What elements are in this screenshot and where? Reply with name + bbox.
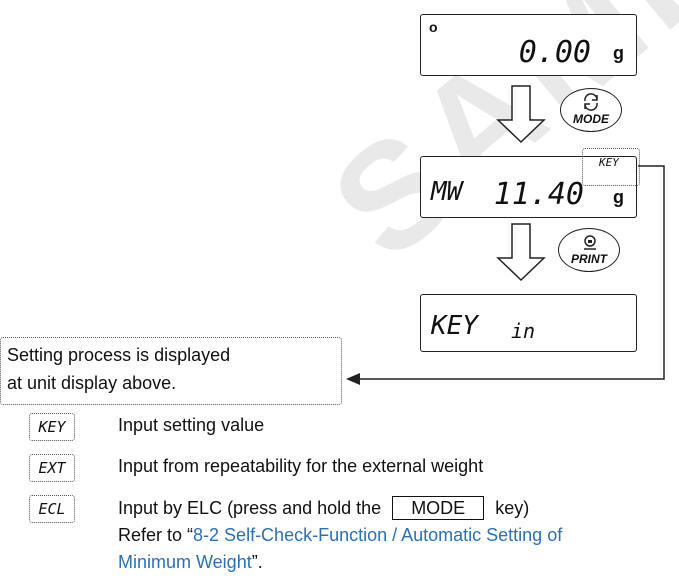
- reference-line-1: Refer to “8-2 Self-Check-Function / Auto…: [118, 525, 562, 546]
- balance-display-2: MW 11.40 g: [420, 156, 637, 218]
- key-badge-highlight: KEY: [582, 148, 640, 186]
- display-text: KEY: [431, 311, 478, 341]
- legend-text-ext: Input from repeatability for the externa…: [118, 456, 484, 476]
- key-badge: KEY: [599, 156, 619, 169]
- print-button-label: PRINT: [571, 252, 607, 266]
- mode-button[interactable]: MODE: [560, 88, 622, 132]
- reference-link-part-2[interactable]: Minimum Weight: [118, 552, 252, 572]
- down-arrow-icon: [496, 85, 546, 144]
- print-icon: [584, 235, 596, 250]
- unit-label: g: [613, 187, 624, 207]
- legend-ecl-text-after: key): [495, 498, 530, 518]
- display-mode: MW: [431, 177, 463, 207]
- balance-display-3: KEY in: [420, 294, 637, 352]
- legend-text-ecl: Input by ELC (press and hold the MODE ke…: [118, 496, 529, 520]
- unit-label: g: [613, 43, 624, 63]
- reference-line-2: Minimum Weight”.: [118, 552, 263, 573]
- note-line-1: Setting process is displayed: [7, 345, 231, 365]
- mode-key-label: MODE: [392, 496, 485, 520]
- display-suffix: in: [511, 319, 536, 343]
- stable-indicator: o: [429, 19, 438, 35]
- reference-prefix: Refer to “: [118, 525, 194, 545]
- display-value: 0.00: [518, 35, 591, 70]
- legend-ecl-icon: ECL: [29, 495, 75, 523]
- reference-suffix: ”.: [251, 552, 263, 572]
- print-button[interactable]: PRINT: [558, 228, 620, 272]
- note-line-2: at unit display above.: [7, 373, 177, 393]
- legend-key-icon: KEY: [29, 413, 75, 441]
- note-box: Setting process is displayed at unit dis…: [0, 337, 342, 405]
- balance-display-1: o 0.00 g: [420, 14, 637, 76]
- down-arrow-icon: [496, 223, 546, 282]
- legend-text-key: Input setting value: [118, 415, 265, 435]
- reference-link-part-1[interactable]: 8-2 Self-Check-Function / Automatic Sett…: [193, 525, 563, 545]
- cycle-icon: [584, 93, 598, 111]
- display-value: 11.40: [493, 177, 584, 212]
- mode-button-label: MODE: [573, 112, 609, 126]
- legend-ext-icon: EXT: [29, 454, 75, 482]
- legend-ecl-text-before: Input by ELC (press and hold the: [118, 498, 382, 518]
